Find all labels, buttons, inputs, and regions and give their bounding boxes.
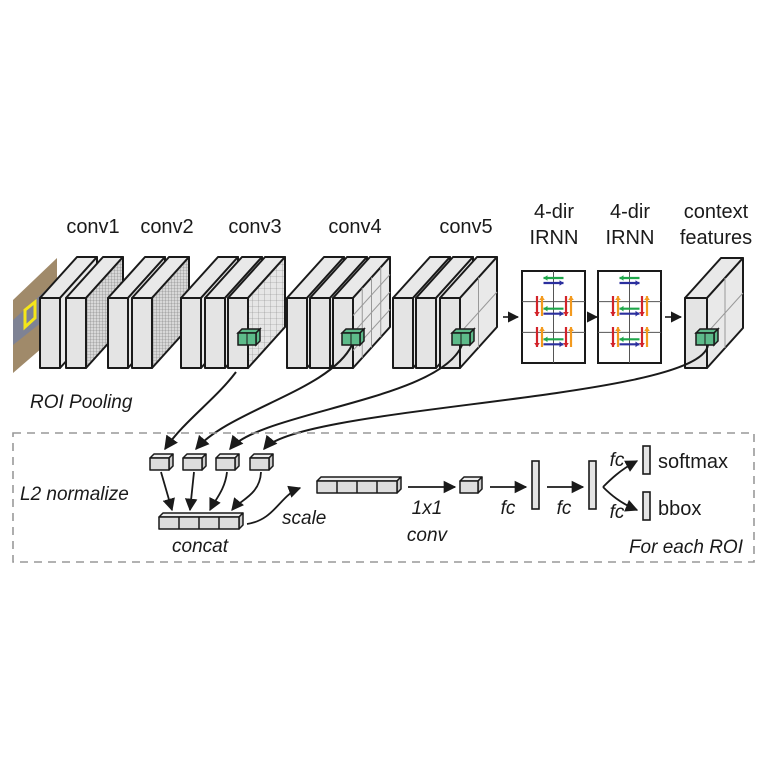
pooled-feature-cube [149, 453, 174, 471]
label-conv5: conv5 [439, 216, 492, 238]
label-irnn2-line2: IRNN [606, 227, 655, 249]
irnn-1-grid [521, 270, 586, 364]
label-conv3: conv3 [228, 216, 281, 238]
label-bbox: bbox [658, 498, 701, 520]
label-roi-pooling: ROI Pooling [30, 392, 133, 413]
label-irnn2-line1: 4-dir [610, 201, 650, 223]
label-fc2: fc [557, 498, 572, 519]
label-conv4: conv4 [328, 216, 381, 238]
label-context-line1: context [684, 201, 749, 223]
label-concat: concat [172, 536, 229, 557]
label-fc3-bottom: fc [610, 502, 625, 523]
label-1x1: 1x1 [412, 498, 443, 519]
fc1-bar [531, 460, 540, 510]
label-conv1: conv1 [66, 216, 119, 238]
pooled-feature-cube [249, 453, 274, 471]
context-features-block [684, 257, 744, 369]
scale-arrow [246, 485, 302, 525]
irnn-2-grid [597, 270, 662, 364]
context-roi-feature-cube [694, 327, 720, 347]
label-l2-normalize: L2 normalize [20, 484, 129, 505]
label-for-each-roi: For each ROI [629, 537, 744, 558]
l2-arrows [160, 460, 639, 525]
scaled-feature-bar [316, 476, 402, 494]
concat-feature-bar [158, 512, 244, 530]
pooled-feature-cube [182, 453, 207, 471]
conv5-roi-feature-cube [450, 327, 476, 347]
fc2-bar [588, 460, 597, 510]
roi-box-icon [23, 298, 37, 331]
label-softmax: softmax [658, 451, 728, 473]
label-conv2: conv2 [140, 216, 193, 238]
conv4-roi-feature-cube [340, 327, 366, 347]
label-irnn1-line2: IRNN [530, 227, 579, 249]
label-fc3-top: fc [610, 450, 625, 471]
arrow-conv3-pool [164, 371, 237, 451]
conv2-slab [131, 256, 190, 369]
label-context-line2: features [680, 227, 752, 249]
label-scale: scale [282, 508, 326, 529]
label-conv: conv [407, 525, 449, 546]
conv3-roi-feature-cube [236, 327, 262, 347]
conv1x1-output-cube [459, 476, 483, 494]
pooled-feature-cube [215, 453, 240, 471]
per-roi-region [12, 432, 755, 563]
label-fc1: fc [501, 498, 516, 519]
label-irnn1-line1: 4-dir [534, 201, 574, 223]
softmax-bar [642, 445, 651, 475]
bbox-bar [642, 491, 651, 521]
